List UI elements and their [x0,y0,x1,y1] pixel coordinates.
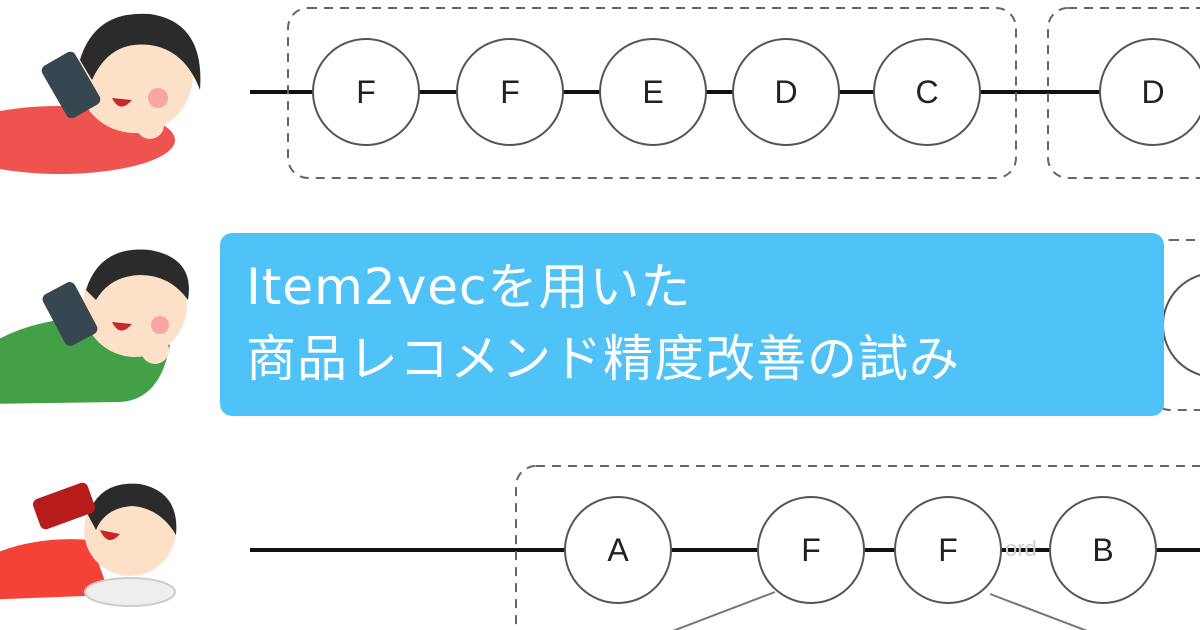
item-node-label: F [500,74,520,110]
item-node-label: A [607,532,629,568]
item-node-label: B [1092,532,1113,568]
item-node-label: F [938,532,958,568]
item-node: B [1049,496,1157,604]
person-cheek [151,316,169,334]
person-illustration-3 [0,482,177,607]
person-hair [88,483,177,535]
group-box [287,7,1017,179]
item-node-circle [456,38,564,146]
context-connectors [672,591,1088,630]
overlay-text: ord [1005,536,1037,561]
item-node: A [564,496,672,604]
item-node: F [757,496,865,604]
item-node-partial [1162,274,1200,376]
item-node: D [1099,38,1200,146]
item-node-label: D [774,74,797,110]
item-node: D [732,38,840,146]
item-node-circle [1099,38,1200,146]
item-nodes: F F E D C D A F F B [312,38,1200,604]
smartphone-icon [41,51,101,119]
title-banner: Item2vecを用いた 商品レコメンド精度改善の試み [220,233,1164,416]
item-node-circle [564,496,672,604]
item-node-circle [732,38,840,146]
person-pillow [84,577,176,607]
person-hair [80,13,201,90]
item-node-circle [894,496,1002,604]
person-cheek [148,88,168,108]
item-node: E [599,38,707,146]
person-mouth [112,322,132,331]
group-box [1047,7,1200,179]
smartphone-icon [42,282,98,346]
item-node-circle [599,38,707,146]
connector-line [672,591,776,630]
item-node-circle [312,38,420,146]
title-line-1: Item2vecを用いた [246,258,692,316]
person-illustration-2 [0,249,189,404]
person-mouth [112,98,132,107]
item-node-circle [873,38,981,146]
person-illustration-1 [0,13,201,174]
item-node-label: D [1141,74,1164,110]
item-node-circle [757,496,865,604]
smartphone-icon [32,482,96,530]
person-hand [141,336,169,364]
item-node: F [456,38,564,146]
item-node-label: E [642,74,663,110]
item-node: F [312,38,420,146]
group-box [515,465,1200,630]
item-node-label: C [915,74,938,110]
item-node-label: F [356,74,376,110]
person-body [0,539,110,600]
item-node-circle [1049,496,1157,604]
item-node-label: F [801,532,821,568]
person-mouth [100,530,120,541]
title-line-2: 商品レコメンド精度改善の試み [246,330,960,388]
person-hair [86,249,189,300]
item-node: F [894,496,1002,604]
connector-line [989,593,1088,630]
person-hand [136,111,164,139]
item-node: C [873,38,981,146]
